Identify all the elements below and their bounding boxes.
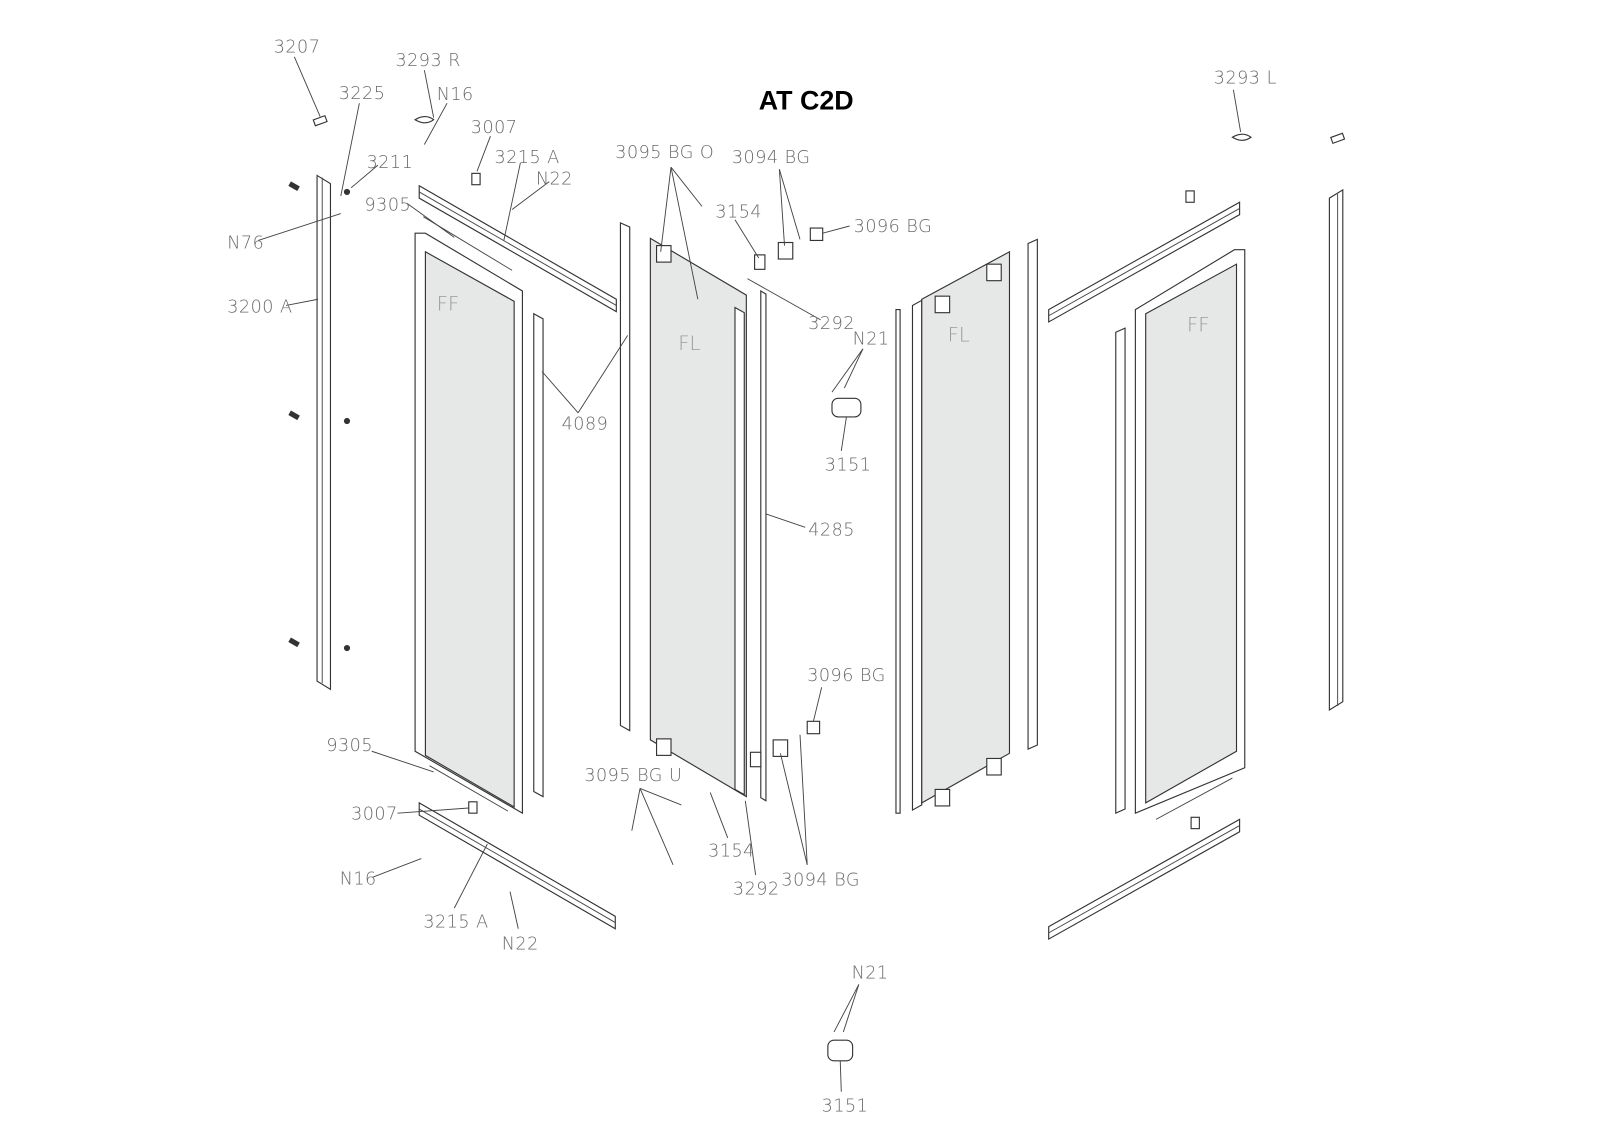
part-label: N22 xyxy=(536,170,573,190)
cover-3293-r xyxy=(413,116,435,124)
part-label: 4089 xyxy=(562,414,609,434)
part-label: N16 xyxy=(340,869,377,889)
glass-label-ff-left: FF xyxy=(437,293,460,316)
cover-3293-l xyxy=(1231,133,1252,141)
end-cap-3007-bottom xyxy=(468,801,478,814)
part-label: 3225 xyxy=(339,84,386,104)
part-label: 3095 BG U xyxy=(584,766,682,786)
seal-profile-4285 xyxy=(760,290,767,802)
end-cap-right-top xyxy=(1185,190,1195,203)
part-label: 9305 xyxy=(326,736,373,756)
glass-label-fl-left: FL xyxy=(678,332,700,355)
part-label: N21 xyxy=(852,963,889,983)
part-label: 3207 xyxy=(274,38,321,58)
diagram-title: AT C2D xyxy=(759,85,854,115)
bottom-rail-left xyxy=(418,765,616,930)
glass-label-ff-right: FF xyxy=(1187,313,1210,336)
door-ff-right: FF xyxy=(1134,249,1246,815)
leader-lines xyxy=(258,56,1242,1092)
part-label: 3151 xyxy=(825,456,872,476)
part-label: 3211 xyxy=(367,153,414,173)
part-label: 9305 xyxy=(365,196,412,216)
part-label: 3293 R xyxy=(395,51,460,71)
door-fl-left: FL xyxy=(649,237,747,798)
part-labels: 3207 3293 R 3225 N16 3007 3211 3215 A N2… xyxy=(227,38,1277,1117)
part-label: 3094 BG xyxy=(781,870,860,890)
part-label: 3215 A xyxy=(423,913,488,933)
cap-right xyxy=(1330,132,1346,145)
bottom-rail-right xyxy=(1048,777,1241,941)
part-label: 3292 xyxy=(733,880,780,900)
part-label: 3094 BG xyxy=(732,148,811,168)
part-label: 3096 BG xyxy=(854,217,933,237)
glass-ff-left xyxy=(424,250,515,808)
end-cap-3007-top xyxy=(471,172,481,186)
hinge-3094-top xyxy=(754,227,824,270)
part-label: 3095 BG O xyxy=(615,143,714,163)
part-label: 3151 xyxy=(822,1096,869,1116)
part-label: 3096 BG xyxy=(807,666,886,686)
seal-profile-right xyxy=(1027,238,1038,751)
glass-label-fl-right: FL xyxy=(948,324,970,347)
part-label: N16 xyxy=(437,85,474,105)
seal-profile-4089-b xyxy=(619,222,631,732)
part-label: 3293 L xyxy=(1214,69,1277,89)
door-fl-right: FL xyxy=(895,250,1011,814)
wall-profile-left xyxy=(288,174,351,691)
door-ff-left: FF xyxy=(414,232,523,815)
part-label: 3200 A xyxy=(227,298,292,318)
part-label: N21 xyxy=(853,330,890,350)
top-rail-right xyxy=(1048,201,1241,323)
cap-3207 xyxy=(312,114,328,127)
part-label: 3007 xyxy=(471,118,518,138)
hinge-3094-bottom xyxy=(749,720,821,768)
part-label: 3154 xyxy=(715,203,762,223)
part-label: N22 xyxy=(502,934,539,954)
wall-profile-right xyxy=(1328,188,1344,711)
seal-profile-4089-a xyxy=(533,312,544,798)
fixture-3151-bottom xyxy=(827,1039,854,1062)
part-label: 3007 xyxy=(351,804,398,824)
fixture-3151-top xyxy=(831,397,862,418)
seal-profile-right-2 xyxy=(1115,327,1126,815)
part-label: N76 xyxy=(227,234,264,254)
part-label: 3292 xyxy=(808,314,855,334)
part-label: 3215 A xyxy=(495,148,560,168)
part-label: 3154 xyxy=(708,842,755,862)
end-cap-right-bottom xyxy=(1190,816,1200,830)
part-label: 4285 xyxy=(808,521,855,541)
